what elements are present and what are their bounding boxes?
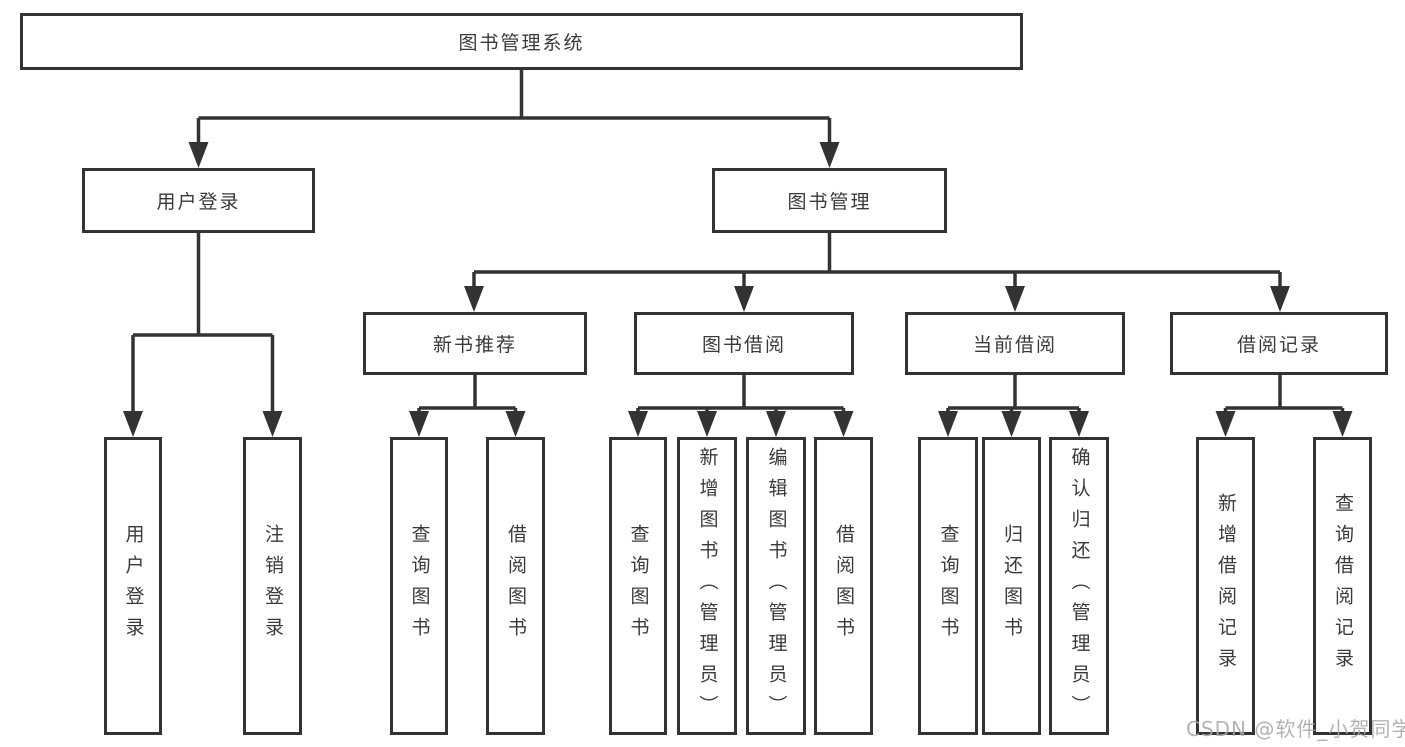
node-label: 图书管理 bbox=[787, 191, 872, 213]
csdn-watermark: CSDN @软件_小贺同学 bbox=[1186, 717, 1405, 741]
leaf-return-books: 归还图书 bbox=[982, 437, 1041, 735]
node-label: 查询借阅记录 bbox=[1332, 493, 1354, 679]
node-label: 借阅记录 bbox=[1236, 334, 1321, 356]
leaf-user-login: 用户登录 bbox=[104, 437, 162, 735]
node-root-library-system: 图书管理系统 bbox=[20, 13, 1023, 70]
leaf-query-books-recommend: 查询图书 bbox=[390, 437, 448, 735]
node-label: 确认归还（管理员） bbox=[1068, 446, 1091, 726]
node-label: 归还图书 bbox=[1001, 524, 1023, 648]
leaf-query-books-borrow: 查询图书 bbox=[609, 437, 667, 735]
node-label: 查询图书 bbox=[627, 524, 650, 648]
leaf-edit-books-admin: 编辑图书（管理员） bbox=[746, 437, 806, 735]
node-label: 新书推荐 bbox=[432, 334, 517, 356]
leaf-borrow-books: 借阅图书 bbox=[814, 437, 873, 735]
node-label: 查询图书 bbox=[937, 524, 960, 648]
node-label: 借阅图书 bbox=[505, 524, 527, 648]
leaf-logout: 注销登录 bbox=[243, 437, 302, 735]
node-label: 新增借阅记录 bbox=[1215, 493, 1237, 679]
node-label: 借阅图书 bbox=[833, 524, 855, 648]
leaf-query-borrow-record: 查询借阅记录 bbox=[1313, 437, 1372, 735]
leaf-query-books-current: 查询图书 bbox=[918, 437, 978, 735]
leaf-add-borrow-record: 新增借阅记录 bbox=[1196, 437, 1255, 735]
node-user-login: 用户登录 bbox=[82, 168, 315, 233]
node-label: 用户登录 bbox=[156, 191, 241, 213]
node-borrow-records: 借阅记录 bbox=[1170, 312, 1388, 375]
node-label: 编辑图书（管理员） bbox=[765, 446, 788, 726]
leaf-add-books-admin: 新增图书（管理员） bbox=[677, 437, 737, 735]
node-label: 图书借阅 bbox=[701, 334, 786, 356]
node-label: 注销登录 bbox=[262, 524, 284, 648]
node-book-management: 图书管理 bbox=[712, 168, 947, 233]
node-current-borrow: 当前借阅 bbox=[905, 312, 1125, 375]
node-book-borrow: 图书借阅 bbox=[634, 312, 854, 375]
node-label: 图书管理系统 bbox=[458, 32, 585, 54]
node-label: 用户登录 bbox=[122, 524, 145, 648]
leaf-borrow-books-recommend: 借阅图书 bbox=[486, 437, 545, 735]
leaf-confirm-return-admin: 确认归还（管理员） bbox=[1049, 437, 1109, 735]
node-label: 新增图书（管理员） bbox=[696, 446, 719, 726]
node-new-book-recommend: 新书推荐 bbox=[363, 312, 587, 375]
node-label: 查询图书 bbox=[408, 524, 431, 648]
node-label: 当前借阅 bbox=[972, 334, 1057, 356]
